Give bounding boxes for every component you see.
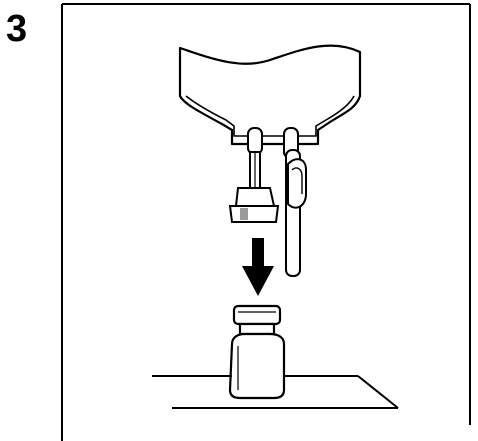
bag-outline bbox=[178, 44, 362, 146]
port-left-neck bbox=[247, 127, 263, 155]
port-left-cap-shade bbox=[240, 208, 248, 220]
step-number: 3 bbox=[6, 8, 28, 50]
vial-neck bbox=[238, 322, 276, 336]
table-right-edge bbox=[357, 375, 399, 409]
diagram-frame bbox=[61, 3, 471, 441]
medicine-vial bbox=[228, 304, 286, 400]
port-left-cap bbox=[228, 205, 280, 223]
vial-cap bbox=[232, 304, 282, 326]
bag-port-left bbox=[228, 127, 280, 223]
table-surface bbox=[152, 375, 399, 409]
down-arrow-icon bbox=[242, 238, 274, 296]
vial-body bbox=[228, 332, 286, 400]
port-right-clip-inner bbox=[291, 167, 303, 194]
port-right-clip bbox=[287, 158, 307, 209]
bag-port-right bbox=[283, 127, 307, 277]
arrow-shaft bbox=[252, 238, 264, 272]
fluid-bag bbox=[178, 44, 362, 146]
bag-inner-edge bbox=[185, 95, 355, 137]
arrow-head bbox=[242, 266, 274, 296]
port-left-shield bbox=[234, 187, 276, 207]
